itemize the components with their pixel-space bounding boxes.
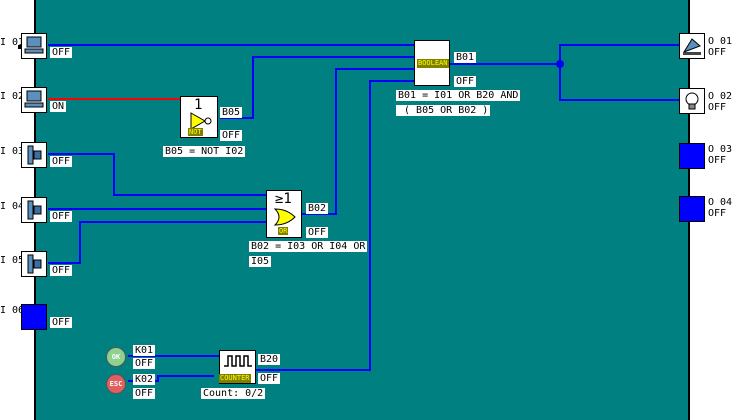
or-block[interactable]: ≥1 OR (266, 190, 302, 238)
not-formula: B05 = NOT I02 (163, 146, 246, 157)
counter-output-id: B20 (258, 354, 281, 365)
counter-type-label: COUNTER (219, 374, 251, 383)
input-block-i04[interactable] (21, 197, 47, 223)
input-state-i06: OFF (50, 317, 73, 328)
output-state-o02: OFF (708, 102, 727, 113)
buffer-triangle-icon (190, 112, 212, 130)
or-glyph: ≥1 (275, 191, 292, 207)
wire-b20[interactable] (256, 80, 414, 371)
input-state-i03: OFF (50, 156, 73, 167)
output-block-o03[interactable] (679, 143, 705, 169)
input-block-i06[interactable] (21, 304, 47, 330)
key-ok-button[interactable]: OK (106, 347, 126, 367)
junction-dot (556, 60, 564, 68)
or-output-state: OFF (306, 227, 329, 238)
input-state-i05: OFF (50, 265, 73, 276)
input-label-i06: I 06 (0, 305, 25, 316)
not-output-id: B05 (220, 107, 243, 118)
input-block-i01[interactable] (21, 33, 47, 59)
output-block-o02[interactable] (679, 88, 705, 114)
counter-block[interactable]: COUNTER (219, 350, 256, 384)
or-type-label: OR (278, 227, 289, 235)
key-k01-state: OFF (133, 358, 156, 369)
counter-output-state: OFF (258, 373, 281, 384)
output-label-o03: O 03 (708, 144, 733, 155)
input-block-i02[interactable] (21, 87, 47, 113)
output-label-o01: O 01 (708, 36, 733, 47)
wire-i03[interactable] (48, 153, 266, 196)
boolean-block[interactable]: BOOLEAN (414, 40, 450, 86)
output-state-o04: OFF (708, 208, 727, 219)
computer-icon (24, 90, 44, 108)
input-label-i03: I 03 (0, 146, 25, 157)
switch-icon (27, 145, 42, 165)
not-block[interactable]: 1 NOT (180, 96, 218, 138)
key-esc-button[interactable]: ESC (106, 374, 126, 394)
boolean-output-state: OFF (454, 76, 477, 87)
not-glyph: 1 (194, 97, 203, 113)
output-label-o02: O 02 (708, 91, 733, 102)
input-state-i04: OFF (50, 211, 73, 222)
wire-b02[interactable] (302, 68, 414, 215)
wire-b01-o01[interactable] (450, 44, 680, 65)
input-label-i02: I 02 (0, 91, 25, 102)
wire-b01-o02[interactable] (559, 64, 680, 101)
input-label-i01: I 01 (0, 37, 25, 48)
output-label-o04: O 04 (708, 197, 733, 208)
wire-i05[interactable] (48, 221, 266, 264)
boolean-formula-line1: B01 = I01 OR B20 AND (396, 90, 521, 101)
input-block-i03[interactable] (21, 142, 47, 168)
lightbulb-icon (685, 92, 699, 110)
input-label-i04: I 04 (0, 201, 25, 212)
wire-b05[interactable] (220, 56, 414, 119)
boolean-output-id: B01 (454, 52, 477, 63)
or-formula-line1: B02 = I03 OR I04 OR (249, 241, 368, 252)
key-k02-state: OFF (133, 388, 156, 399)
not-type-label: NOT (188, 128, 203, 136)
or-output-id: B02 (306, 203, 329, 214)
input-block-i05[interactable] (21, 251, 47, 277)
output-state-o03: OFF (708, 155, 727, 166)
input-label-i05: I 05 (0, 255, 25, 266)
output-block-o01[interactable] (679, 33, 705, 59)
switch-icon (27, 200, 42, 220)
pulse-train-icon (224, 355, 252, 367)
counter-count: Count: 0/2 (201, 388, 266, 399)
key-k01-id: K01 (133, 345, 156, 356)
beacon-icon (682, 38, 701, 55)
output-block-o04[interactable] (679, 196, 705, 222)
input-state-i01: OFF (50, 47, 73, 58)
boolean-formula-line2: ( B05 OR B02 ) (396, 105, 491, 116)
switch-icon (27, 254, 42, 274)
boolean-type-label: BOOLEAN (417, 59, 449, 68)
computer-icon (24, 36, 44, 54)
output-state-o01: OFF (708, 47, 727, 58)
input-state-i02: ON (50, 101, 67, 112)
not-output-state: OFF (220, 130, 243, 141)
key-k02-id: K02 (133, 374, 156, 385)
or-formula-line2: I05 (249, 256, 272, 267)
or-gate-icon (273, 208, 296, 226)
